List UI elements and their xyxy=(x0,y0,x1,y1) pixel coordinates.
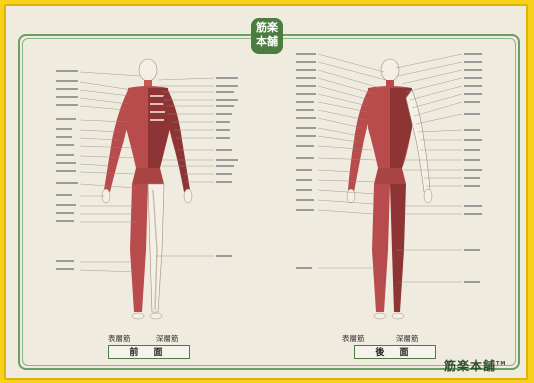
back-surface-label: 表層筋 xyxy=(342,333,365,344)
front-figure xyxy=(102,59,192,319)
front-surface-label: 表層筋 xyxy=(108,333,131,344)
front-view-button[interactable]: 前 面 xyxy=(108,345,190,359)
muscle-label-marks xyxy=(56,53,482,283)
back-figure xyxy=(347,59,432,319)
brand-tm-mark: TM xyxy=(496,361,506,367)
brand-wordmark: 筋楽本舗TM xyxy=(444,357,506,374)
back-deep-label: 深層筋 xyxy=(396,333,419,344)
brand-text: 筋楽本舗 xyxy=(444,359,496,373)
back-view-button[interactable]: 後 面 xyxy=(354,345,436,359)
front-deep-label: 深層筋 xyxy=(156,333,179,344)
